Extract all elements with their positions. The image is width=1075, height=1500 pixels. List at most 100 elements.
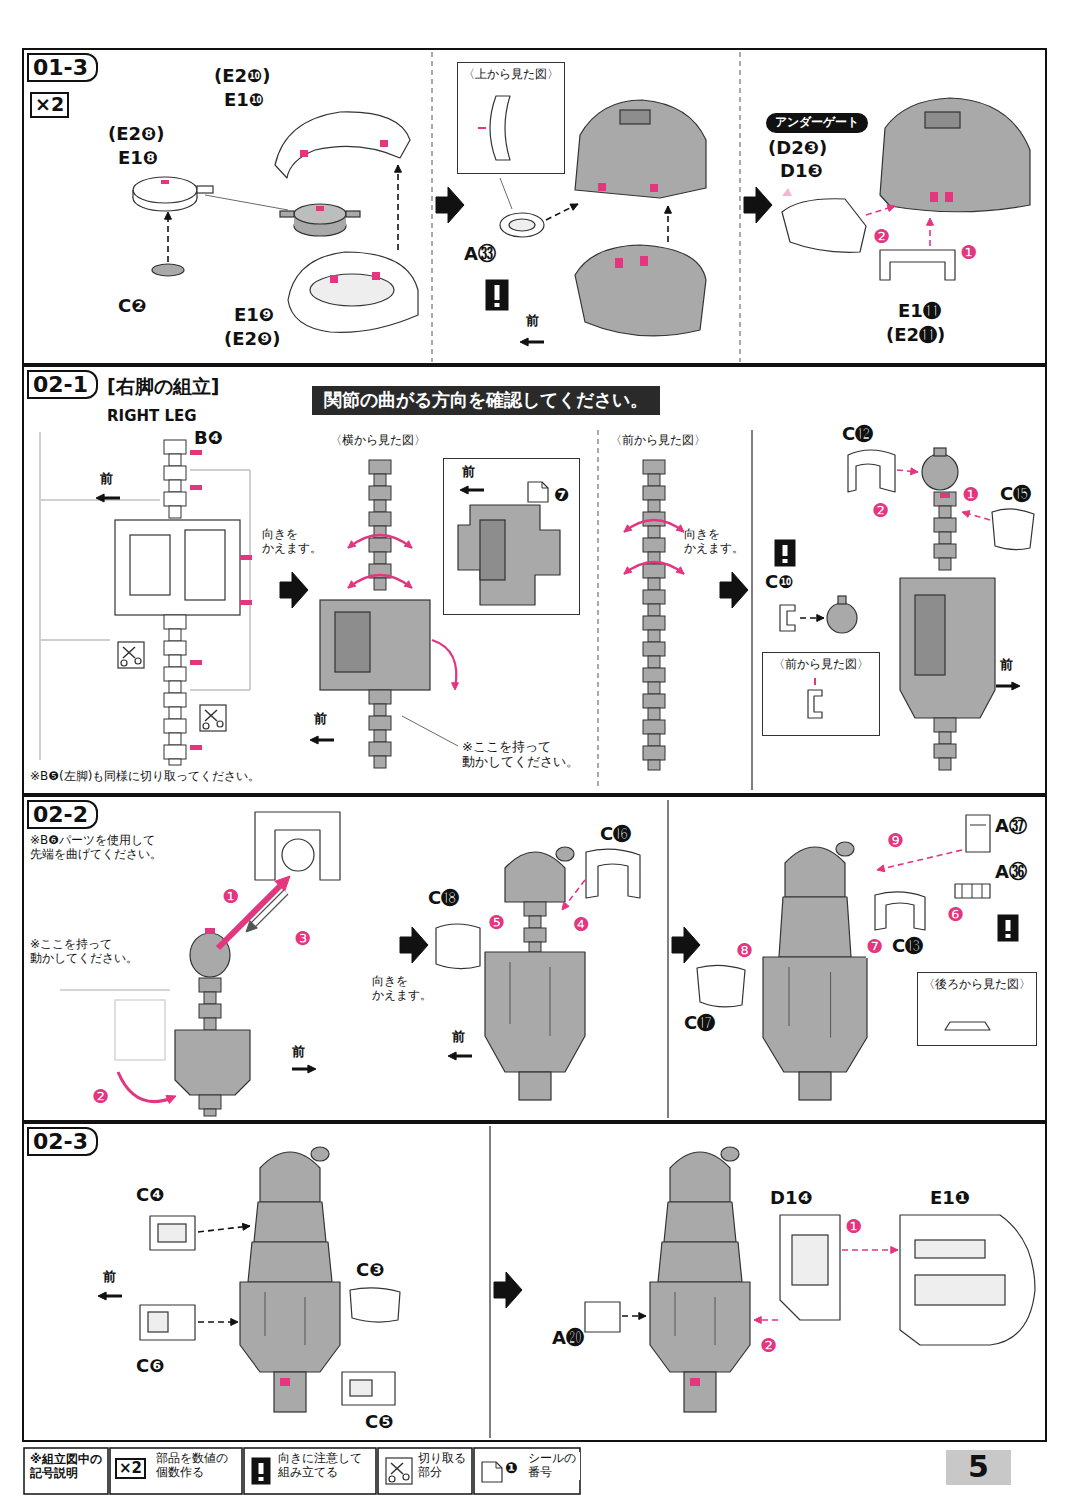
frame-joint [369,538,391,552]
leg-frame [240,1282,340,1372]
quantity-mark: ×2 [115,1458,146,1479]
step-panel: 02-3 [22,1122,1047,1442]
gate-mark [598,183,606,191]
part-outline [962,884,963,898]
frame-joint [648,604,660,616]
frame-joint [934,544,956,558]
leg-frame [763,957,867,1072]
frame-joint [643,720,665,734]
sticker-icon [542,482,548,488]
part-number: C❹ [136,1185,164,1206]
frame-joint [369,716,391,730]
frame-joint [648,630,660,642]
part-number: B❹ [194,428,223,449]
arrow-head [275,876,290,891]
sticker-icon [528,482,548,502]
arrow-head [98,1292,106,1300]
knee-knob [721,1147,739,1161]
rotation-arrow [624,520,684,532]
move-arrow [252,892,286,926]
frame-joint [369,460,391,474]
direction-label: 前 [452,1030,465,1045]
callout-number: ❹ [573,914,590,936]
part-outline [342,1372,395,1405]
part-number: E1⓫ [898,301,941,322]
move-arrow [252,892,286,926]
frame-joint [643,486,665,500]
cut-icon [121,660,127,666]
frame-joint [648,474,660,486]
part-number: E1❶ [930,1188,970,1209]
frame-joint [164,615,186,629]
part-outline [915,595,945,675]
caution-icon [252,1458,270,1484]
part-number: E1❽ [118,148,158,169]
frame-joint [648,682,660,694]
part-number: (D2❸) [768,138,827,159]
part-outline [808,690,822,718]
frame-joint [643,538,665,552]
part-outline [880,250,955,280]
gate-mark [380,140,388,147]
view-caption: 〈前から見た図〉 [773,658,869,672]
step-arrow [744,187,772,223]
frame-joint [169,707,181,719]
step-number: 02-3 [27,1127,98,1156]
callout-number: ❼ [866,936,883,958]
part-outline [150,1216,195,1250]
part-number: D1❸ [780,161,823,182]
caution-icon [783,545,788,556]
leg-frame [485,952,585,1072]
callout-number: ❶ [962,484,979,506]
arrow-head [448,1052,456,1060]
view-caption: 〈後ろから見た図〉 [923,978,1031,992]
arrow-head [1012,682,1020,690]
part-outline [586,849,640,898]
part-outline [288,252,418,332]
knee-cap [260,1152,320,1202]
gate-mark [330,275,338,283]
part-outline [966,815,990,852]
part-number: C⓲ [428,888,459,909]
knee-cap [670,1152,730,1202]
direction-label: 前 [103,1270,116,1285]
knee-knob [311,1147,329,1161]
direction-label: 前 [526,314,539,329]
part-number: C❷ [118,296,146,317]
divider-line [432,52,433,362]
caution-icon [495,303,500,307]
arrow-head [308,1065,316,1073]
frame-joint [648,500,660,512]
part-outline [148,1312,168,1332]
part-number: C❺ [365,1412,393,1433]
frame-joint [939,732,951,744]
note: 向きを かえます。 [262,528,324,556]
caution-icon [495,285,500,300]
part-outline [320,600,430,690]
frame-joint [934,492,956,506]
gate-mark [205,928,215,934]
sticker-number: ❶ [505,1460,518,1477]
view-inset: 〈後ろから見た図〉 [917,972,1037,1046]
divider-line [598,430,599,790]
part-number: A㊲ [995,816,1027,837]
part-number: E1❿ [224,90,264,111]
note: ※ここを持って 動かしてください。 [462,740,587,770]
frame-joint [164,641,186,655]
view-inset: 前❼ [443,458,580,615]
arrow-head [676,567,684,574]
arrow-head [962,511,970,518]
direction-arrow [104,1295,122,1298]
part-number: C❿ [765,572,793,593]
view-caption: 〈上から見た図〉 [463,68,559,82]
frame-joint [643,564,665,578]
part-outline [880,98,1030,212]
callout-number: ❸ [294,928,311,950]
arrow-head [665,206,672,213]
part-outline [500,213,544,237]
leg-frame [650,1282,750,1372]
part-number: C⓯ [1000,484,1031,505]
callout-number: ❷ [872,500,889,522]
